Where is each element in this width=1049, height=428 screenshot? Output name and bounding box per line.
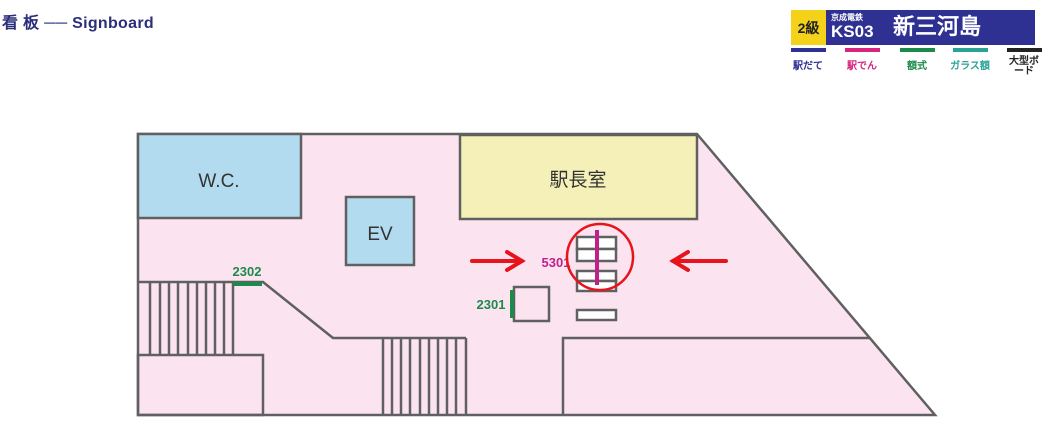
wc-label: W.C. bbox=[198, 171, 239, 192]
ev-label: EV bbox=[367, 224, 393, 245]
legend-swatch bbox=[844, 48, 880, 52]
room-lower-left bbox=[136, 353, 265, 417]
railway-name: 京成電鉄 bbox=[831, 13, 863, 22]
arrow-left-icon bbox=[669, 250, 728, 272]
sign-label-5301: 5301 bbox=[542, 255, 571, 270]
legend-item: ガラス額 bbox=[945, 48, 995, 72]
sign-marker-2301 bbox=[510, 290, 514, 318]
legend-swatch bbox=[952, 48, 988, 52]
wall bbox=[138, 280, 466, 340]
station-code: KS03 bbox=[831, 22, 874, 41]
station-office-room bbox=[458, 133, 699, 221]
legend-item: 額式 bbox=[897, 48, 937, 72]
legend-swatch bbox=[1006, 48, 1042, 52]
legend-swatch bbox=[790, 48, 826, 52]
legend-label: 額式 bbox=[907, 61, 927, 72]
legend-swatch bbox=[899, 48, 935, 52]
legend-label: 大型ボード bbox=[1009, 56, 1039, 77]
legend-item: 駅だて bbox=[788, 48, 828, 72]
sign-marker-2302 bbox=[233, 282, 262, 286]
stairs-left bbox=[148, 282, 235, 355]
highlight-circle bbox=[565, 222, 635, 292]
legend-item: 駅でん bbox=[842, 48, 882, 72]
stairs-center bbox=[381, 338, 468, 415]
elevator bbox=[344, 195, 416, 267]
sign-label-2302: 2302 bbox=[233, 264, 262, 279]
legend-label: ガラス額 bbox=[950, 61, 990, 72]
legend-item: 大型ボード bbox=[1005, 48, 1043, 77]
page-title: 看 板 ── Signboard bbox=[2, 15, 154, 32]
wc-room bbox=[136, 132, 303, 220]
station-grade: 2級 bbox=[791, 10, 826, 45]
arrow-right-icon bbox=[470, 250, 526, 272]
station-office-label: 駅長室 bbox=[549, 169, 606, 191]
wall bbox=[561, 336, 870, 415]
legend-label: 駅だて bbox=[793, 61, 823, 72]
legend-label: 駅でん bbox=[847, 61, 877, 72]
station-name: 新三河島 bbox=[893, 14, 982, 39]
station-badge: 2級 京成電鉄 KS03 新三河島 bbox=[791, 10, 1035, 45]
sign-label-2301: 2301 bbox=[477, 297, 506, 312]
